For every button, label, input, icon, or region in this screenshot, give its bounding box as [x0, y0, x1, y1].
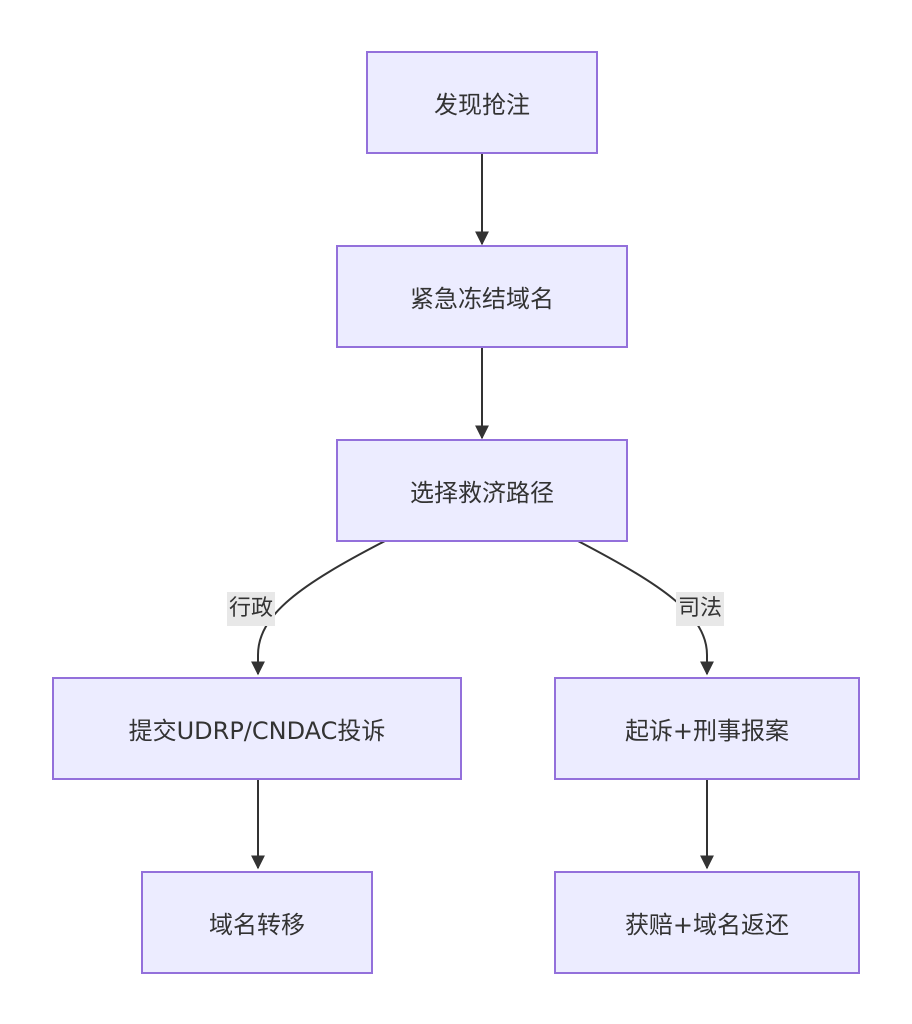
node-domain-transfer: 域名转移	[141, 871, 373, 974]
node-freeze-domain: 紧急冻结域名	[336, 245, 628, 348]
node-submit-udrp-complaint: 提交UDRP/CNDAC投诉	[52, 677, 462, 780]
node-sue-and-report: 起诉+刑事报案	[554, 677, 860, 780]
edge-choose-udrp	[251, 540, 386, 676]
node-discover-squatting: 发现抢注	[366, 51, 598, 154]
edge-label-judicial: 司法	[676, 592, 725, 626]
node-choose-remedy-path: 选择救济路径	[336, 439, 628, 542]
edge-label-administrative: 行政	[227, 592, 276, 626]
node-compensation-domain-return: 获赔+域名返还	[554, 871, 860, 974]
